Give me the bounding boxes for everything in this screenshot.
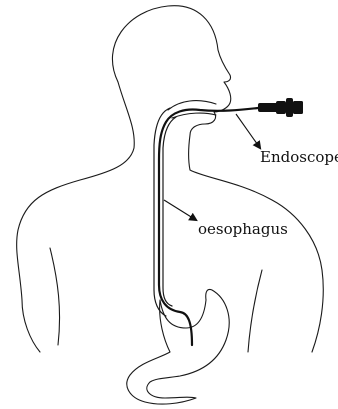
torso-right-outline [190, 170, 323, 352]
endoscope-handle [258, 98, 303, 117]
left-arm-line [50, 248, 60, 345]
oesophagus-tube-left [154, 108, 170, 316]
torso-left-outline [17, 82, 135, 352]
right-arm-line [248, 270, 262, 352]
endoscope-label: Endoscope [260, 148, 338, 166]
oesophagus-tube-right [163, 117, 176, 306]
head-outline [112, 6, 230, 170]
oesophagus-label: oesophagus [198, 220, 288, 238]
tongue [172, 113, 216, 118]
oesophagus-arrow [164, 200, 196, 220]
endoscope-arrow [236, 114, 260, 148]
stomach-outline [127, 289, 229, 404]
